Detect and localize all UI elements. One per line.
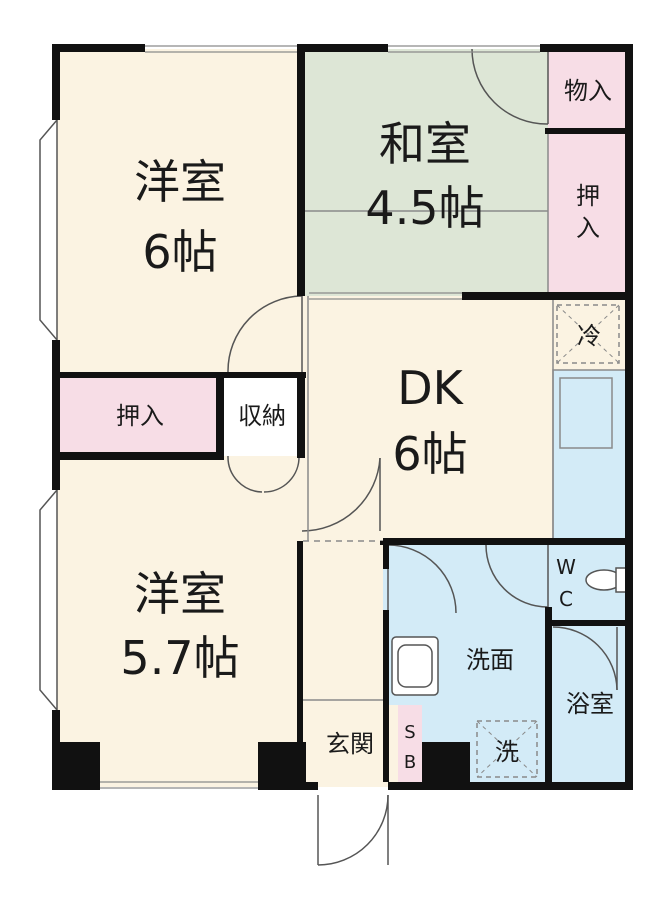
western-room-bottom-size: 5.7帖 <box>120 631 239 685</box>
fridge-box <box>556 304 620 364</box>
western-room-top-fill <box>57 49 303 373</box>
washer-label: 洗 <box>495 738 519 766</box>
western-room-bottom-fill <box>57 456 303 787</box>
fridge-cross-b <box>556 304 620 364</box>
closet-left-label: 押入 <box>116 402 164 430</box>
tatami-room-size: 4.5帖 <box>365 181 484 235</box>
storage-mono-fill <box>548 49 628 129</box>
vanity-sink <box>391 636 439 696</box>
window-panes <box>100 45 540 789</box>
sb-label-2: B <box>404 752 416 773</box>
walls <box>52 44 633 790</box>
sb-fill <box>398 705 422 787</box>
sb-label-1: S <box>404 722 415 743</box>
door-leaves <box>301 49 618 865</box>
wc-label-1: W <box>556 555 576 579</box>
closet-left-fill <box>57 377 219 456</box>
vanity-basin <box>397 644 433 688</box>
closet-tatami-label-1: 押 <box>576 182 600 210</box>
dk-name: DK <box>397 361 464 415</box>
sink-basin <box>559 377 613 449</box>
tatami-room-fill <box>303 49 548 296</box>
closet-tatami-fill <box>548 131 628 296</box>
western-room-bottom-name: 洋室 <box>134 567 226 621</box>
western-room-top-name: 洋室 <box>134 155 226 209</box>
thin-partitions <box>303 131 554 701</box>
shuno-label: 収納 <box>238 402 286 430</box>
genkan-fill <box>303 705 398 787</box>
closet-tatami-label-2: 入 <box>576 214 600 242</box>
shuno-fill <box>223 377 303 456</box>
door-swings <box>227 48 618 866</box>
bath-fill <box>548 623 628 787</box>
western-room-top-size: 6帖 <box>142 225 217 279</box>
washer-box <box>476 720 538 778</box>
washer-cross-b <box>476 720 538 778</box>
tatami-room-name: 和室 <box>379 117 471 171</box>
wc-label-2: C <box>559 587 573 611</box>
senmen-label: 洗面 <box>466 646 514 674</box>
dk-size: 6帖 <box>392 427 467 481</box>
bay-windows <box>39 117 58 713</box>
fridge-label: 冷 <box>577 322 601 350</box>
bath-label: 浴室 <box>566 690 614 718</box>
genkan-label: 玄関 <box>326 730 374 758</box>
storage-mono-label: 物入 <box>564 77 612 105</box>
toilet-tank <box>615 567 627 593</box>
